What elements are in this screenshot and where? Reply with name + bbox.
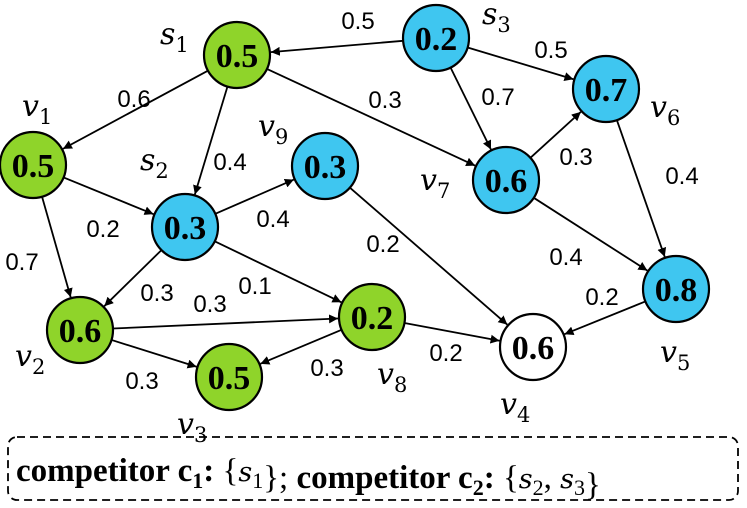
node-label-v8: v8 (377, 357, 407, 397)
node-value-v8: 0.2 (351, 300, 394, 337)
edge-weight-s3-s1: 0.5 (341, 8, 374, 35)
edge-s3-s1 (270, 39, 404, 56)
node-circle-s2 (150, 192, 220, 262)
node-v3: 0.5v3 (177, 342, 264, 447)
edge-v7-v5 (533, 197, 648, 272)
edge-weight-v8-v4: 0.2 (429, 340, 462, 367)
node-v7: 0.6 v7 (420, 145, 541, 215)
edge-weight-v1-v2: 0.7 (5, 249, 38, 276)
edge-v6-v5 (616, 119, 667, 258)
node-circle-s1 (202, 20, 272, 90)
edge-weight-s2-v9: 0.4 (256, 206, 289, 233)
node-v2: 0.6 v2 (15, 295, 115, 379)
node-label-v5: v5 (660, 335, 690, 375)
edge-s2-v9 (214, 178, 295, 215)
node-value-v5: 0.8 (655, 272, 698, 309)
node-s1: 0.5 s1 (160, 17, 272, 90)
competitor-caption: competitor c1: {s1}; competitor c2: {s2,… (7, 436, 739, 503)
edge-s2-v2 (103, 249, 163, 307)
node-v4: 0.6 v4 (498, 312, 568, 427)
node-label-v9: v9 (258, 109, 288, 149)
node-circle-v5 (641, 254, 711, 324)
node-circle-v6 (571, 54, 641, 124)
edge-weight-s1-s2: 0.4 (213, 149, 246, 176)
edge-s3-v7 (449, 67, 492, 150)
edge-v5-v4 (564, 300, 646, 336)
edge-v8-v4 (404, 322, 500, 344)
edge-weight-v8-v3: 0.3 (310, 355, 343, 382)
node-value-v1: 0.5 (12, 148, 55, 185)
node-circle-v8 (337, 282, 407, 352)
edge-s3-v6 (467, 46, 574, 81)
edge-weight-v5-v4: 0.2 (585, 284, 618, 311)
node-v5: 0.8 v5 (641, 254, 711, 375)
edge-weight-s3-v6: 0.5 (534, 37, 567, 64)
edge-v2-v3 (111, 339, 197, 369)
edge-s2-v8 (214, 240, 342, 304)
edge-weight-v2-v8: 0.3 (193, 291, 226, 318)
node-label-s2: s2 (140, 143, 169, 183)
node-circle-v3 (194, 342, 264, 412)
caption-text: competitor c1: {s1}; competitor c2: {s2,… (16, 453, 601, 503)
edge-s1-v7 (266, 68, 476, 167)
node-circle-s3 (401, 3, 471, 73)
edge-s1-s2 (193, 86, 229, 195)
node-value-v4: 0.6 (512, 330, 555, 367)
edge-weight-s3-v7: 0.7 (481, 84, 514, 111)
node-v9: 0.3 v9 (258, 109, 360, 201)
edge-weight-v9-v4: 0.2 (366, 231, 399, 258)
node-label-s1: s1 (160, 17, 189, 57)
edge-weight-s2-v2: 0.3 (140, 280, 173, 307)
edge-weight-v7-v6: 0.3 (559, 144, 592, 171)
edge-weight-v6-v5: 0.4 (665, 163, 698, 190)
edge-weight-s2-v8: 0.1 (238, 273, 271, 300)
node-circle-v1 (0, 130, 68, 200)
node-label-v7: v7 (420, 163, 450, 203)
edge-weight-v2-v3: 0.3 (125, 368, 158, 395)
edge-weight-v1-s2: 0.2 (86, 216, 119, 243)
node-value-s2: 0.3 (164, 210, 207, 247)
edge-v1-s2 (63, 176, 154, 215)
node-v6: 0.7 v6 (571, 54, 680, 130)
edge-s1-v1 (62, 69, 209, 150)
edge-v8-v3 (260, 328, 342, 365)
node-label-s3: s3 (482, 0, 511, 37)
node-value-s1: 0.5 (216, 38, 259, 75)
edge-weight-s1-v7: 0.3 (368, 87, 401, 114)
node-s2: 0.3 s2 (140, 143, 220, 262)
node-circle-v4 (498, 312, 568, 382)
node-value-v7: 0.6 (485, 163, 528, 200)
edge-weight-v7-v5: 0.4 (549, 244, 582, 271)
edge-weight-s1-v1: 0.6 (117, 86, 150, 113)
edge-v9-v4 (349, 186, 508, 326)
node-label-v6: v6 (650, 90, 680, 130)
node-value-v2: 0.6 (59, 313, 102, 350)
node-label-v3: v3 (177, 407, 207, 447)
node-circle-v7 (471, 145, 541, 215)
node-value-v3: 0.5 (208, 360, 251, 397)
node-label-v4: v4 (500, 387, 530, 427)
node-circle-v9 (290, 131, 360, 201)
edge-v2-v8 (112, 314, 339, 330)
edge-v7-v6 (529, 111, 582, 159)
node-value-v9: 0.3 (304, 149, 347, 186)
node-v8: 0.2 v8 (337, 282, 407, 397)
node-value-v6: 0.7 (585, 72, 628, 109)
node-s3: 0.2 s3 (401, 0, 511, 73)
node-v1: 0.5 v1 (0, 89, 68, 200)
node-label-v2: v2 (15, 339, 45, 379)
edge-v1-v2 (41, 196, 73, 298)
node-value-s3: 0.2 (415, 21, 458, 58)
node-circle-v2 (45, 295, 115, 365)
node-label-v1: v1 (22, 89, 52, 129)
caption-box (7, 436, 739, 501)
